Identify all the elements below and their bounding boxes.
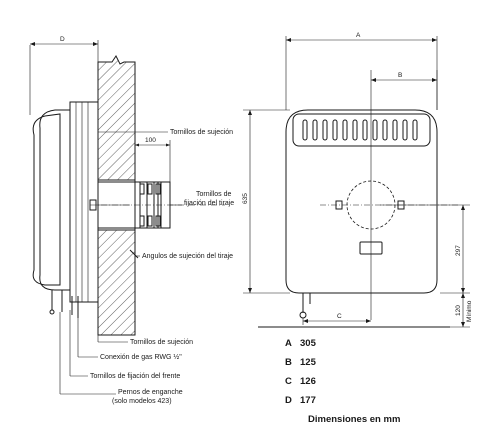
dim-d-label: D [60,36,65,43]
label-tornillos-sujecion-top: Tornillos de sujeción [170,129,233,136]
dimension-table: A 305 B 125 C 126 D 177 [285,338,317,406]
flue-pipe [89,181,225,229]
label-tornillos-fijacion-tiraje-1: Tornillos de [196,191,232,198]
arrow-icon [166,143,170,147]
dim-b-label: B [398,72,402,79]
label-pernos-2: (solo modelos 423) [112,398,172,405]
dim-c-label: C [337,313,342,320]
side-view: D [29,36,234,405]
heater-front-body [285,109,460,319]
grille-slots [302,119,418,141]
wall-section [97,55,136,336]
dim-297-label: 297 [455,245,462,256]
arrow-icon [93,42,98,46]
arrow-icon [135,143,139,147]
screw-icon [335,200,343,210]
arrow-icon [30,42,35,46]
label-tornillos-sujecion-bottom: Tornillos de sujeción [130,339,193,346]
table-value-c: 126 [300,376,316,387]
arrow-icon [461,322,465,327]
front-view: A B 635 [242,32,473,328]
label-pernos-1: Pernos de enganche [118,389,183,396]
arrow-icon [461,288,465,293]
dim-minimo-label: Mínimo [466,300,473,322]
leader-line [129,249,139,259]
arrow-icon [366,319,371,323]
label-tornillos-fijacion-tiraje-2: fijación del tiraje [184,200,234,207]
arrow-icon [303,319,308,323]
dim-a-label: A [356,32,361,39]
arrow-icon [461,205,465,210]
label-conexion-gas: Conexión de gas RWG ½" [100,353,182,361]
table-value-a: 305 [300,338,317,349]
dim-635-label: 635 [242,193,249,204]
arrow-icon [248,288,252,293]
dim-120-label: 120 [455,305,462,316]
caption: Dimensiones en mm [308,414,400,425]
heater-side-body [32,101,99,318]
arrow-icon [432,38,437,42]
table-letter-a: A [285,338,292,349]
arrow-icon [432,78,437,82]
label-angulos-sujecion: Angulos de sujeción del tiraje [142,253,233,260]
viewing-window [359,241,383,255]
table-value-d: 177 [300,395,316,406]
bolt-icon [49,309,55,315]
table-value-b: 125 [300,357,317,368]
table-letter-c: C [285,376,292,387]
label-tornillos-fijacion-frente: Tornillos de fijación del frente [90,373,180,380]
table-letter-d: D [285,395,292,406]
table-letter-b: B [285,357,292,368]
arrow-icon [461,293,465,298]
arrow-icon [286,38,291,42]
dim-100-label: 100 [145,137,156,144]
arrow-icon [248,110,252,115]
arrow-icon [371,78,376,82]
